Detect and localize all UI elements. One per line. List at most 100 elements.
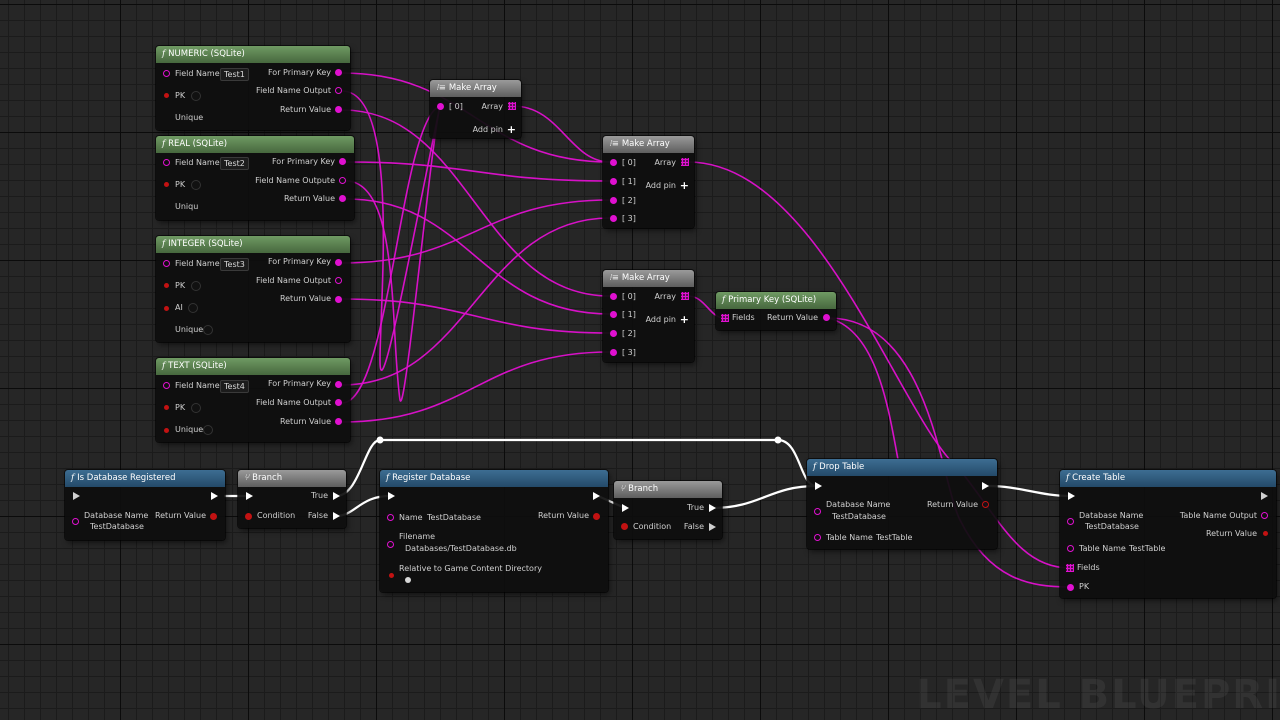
array-input-pin-0[interactable] — [610, 293, 617, 300]
database-name-pin[interactable] — [72, 518, 79, 525]
field-name-pin[interactable] — [163, 260, 170, 267]
array-output-pin[interactable] — [681, 158, 689, 166]
exec-out-pin[interactable] — [1261, 492, 1268, 500]
array-input-pin-0[interactable] — [610, 159, 617, 166]
array-output-pin[interactable] — [681, 292, 689, 300]
add-pin-label[interactable]: Add pin — [645, 181, 676, 190]
database-name-value[interactable]: TestDatabase — [832, 512, 886, 521]
true-exec-pin[interactable] — [709, 504, 716, 512]
database-name-pin[interactable] — [1067, 518, 1074, 525]
for-pk-pin[interactable] — [335, 381, 342, 388]
add-pin-label[interactable]: Add pin — [472, 125, 503, 134]
field-name-pin[interactable] — [163, 159, 170, 166]
branch-node-1[interactable]: ⑂Branch Condition True False — [238, 470, 346, 528]
false-exec-pin[interactable] — [333, 512, 340, 520]
field-name-input[interactable]: Test3 — [220, 258, 249, 271]
return-value-pin[interactable] — [593, 513, 600, 520]
add-pin-label[interactable]: Add pin — [645, 315, 676, 324]
exec-in-pin[interactable] — [246, 492, 253, 500]
array-input-pin-2[interactable] — [610, 330, 617, 337]
pk-checkbox[interactable] — [191, 91, 201, 101]
return-value-pin[interactable] — [823, 314, 830, 321]
pk-pin[interactable] — [164, 93, 169, 98]
pk-pin[interactable] — [1067, 584, 1074, 591]
return-value-pin[interactable] — [1263, 531, 1268, 536]
array-input-pin-3[interactable] — [610, 349, 617, 356]
field-name-input[interactable]: Test4 — [220, 380, 249, 393]
exec-out-pin[interactable] — [211, 492, 218, 500]
table-name-pin[interactable] — [814, 534, 821, 541]
fno-pin[interactable] — [335, 87, 342, 94]
add-pin-icon[interactable]: + — [679, 313, 689, 326]
return-value-pin[interactable] — [982, 501, 989, 508]
pk-pin[interactable] — [164, 182, 169, 187]
field-name-pin[interactable] — [163, 382, 170, 389]
table-name-output-pin[interactable] — [1261, 512, 1268, 519]
exec-in-pin[interactable] — [388, 492, 395, 500]
node-header[interactable]: ⑂Branch — [614, 481, 722, 498]
for-pk-pin[interactable] — [335, 69, 342, 76]
exec-in-pin[interactable] — [1068, 492, 1075, 500]
make-array-node-1[interactable]: ⁝≡Make Array [ 0] Array Add pin + — [430, 80, 521, 138]
condition-pin[interactable] — [621, 523, 628, 530]
pk-checkbox[interactable] — [191, 403, 201, 413]
array-input-pin-1[interactable] — [610, 178, 617, 185]
name-value[interactable]: TestDatabase — [427, 513, 481, 522]
ai-checkbox[interactable] — [188, 303, 198, 313]
pk-checkbox[interactable] — [191, 281, 201, 291]
fno-pin[interactable] — [335, 399, 342, 406]
exec-in-pin[interactable] — [622, 504, 629, 512]
array-input-pin-0[interactable] — [437, 103, 444, 110]
table-name-value[interactable]: TestTable — [1129, 544, 1166, 553]
return-value-pin[interactable] — [335, 106, 342, 113]
exec-out-pin[interactable] — [982, 482, 989, 490]
return-value-pin[interactable] — [339, 195, 346, 202]
for-pk-pin[interactable] — [335, 259, 342, 266]
exec-in-pin[interactable] — [815, 482, 822, 490]
node-header[interactable]: ⁝≡Make Array — [603, 270, 694, 287]
condition-pin[interactable] — [245, 513, 252, 520]
make-array-node-3[interactable]: ⁝≡Make Array [ 0] [ 1] [ 2] [ 3] Array A… — [603, 270, 694, 362]
pk-pin[interactable] — [164, 283, 169, 288]
array-output-pin[interactable] — [508, 102, 516, 110]
field-name-pin[interactable] — [163, 70, 170, 77]
fno-pin[interactable] — [335, 277, 342, 284]
array-input-pin-3[interactable] — [610, 215, 617, 222]
exec-out-pin[interactable] — [593, 492, 600, 500]
array-input-pin-2[interactable] — [610, 197, 617, 204]
table-name-value[interactable]: TestTable — [876, 533, 913, 542]
field-name-input[interactable]: Test2 — [220, 157, 249, 170]
table-name-pin[interactable] — [1067, 545, 1074, 552]
field-name-input[interactable]: Test1 — [220, 68, 249, 81]
return-value-pin[interactable] — [335, 296, 342, 303]
make-array-node-2[interactable]: ⁝≡Make Array [ 0] [ 1] [ 2] [ 3] Array A… — [603, 136, 694, 228]
unique-checkbox[interactable] — [203, 425, 213, 435]
name-pin[interactable] — [387, 514, 394, 521]
node-header[interactable]: ⑂Branch — [238, 470, 346, 487]
relative-pin[interactable] — [389, 573, 394, 578]
unique-checkbox[interactable] — [203, 325, 213, 335]
branch-node-2[interactable]: ⑂Branch Condition True False — [614, 481, 722, 539]
database-name-pin[interactable] — [814, 508, 821, 515]
ai-pin[interactable] — [164, 306, 169, 311]
fno-pin[interactable] — [339, 177, 346, 184]
filename-value[interactable]: Databases/TestDatabase.db — [405, 544, 517, 553]
false-exec-pin[interactable] — [709, 523, 716, 531]
exec-in-pin[interactable] — [73, 492, 80, 500]
